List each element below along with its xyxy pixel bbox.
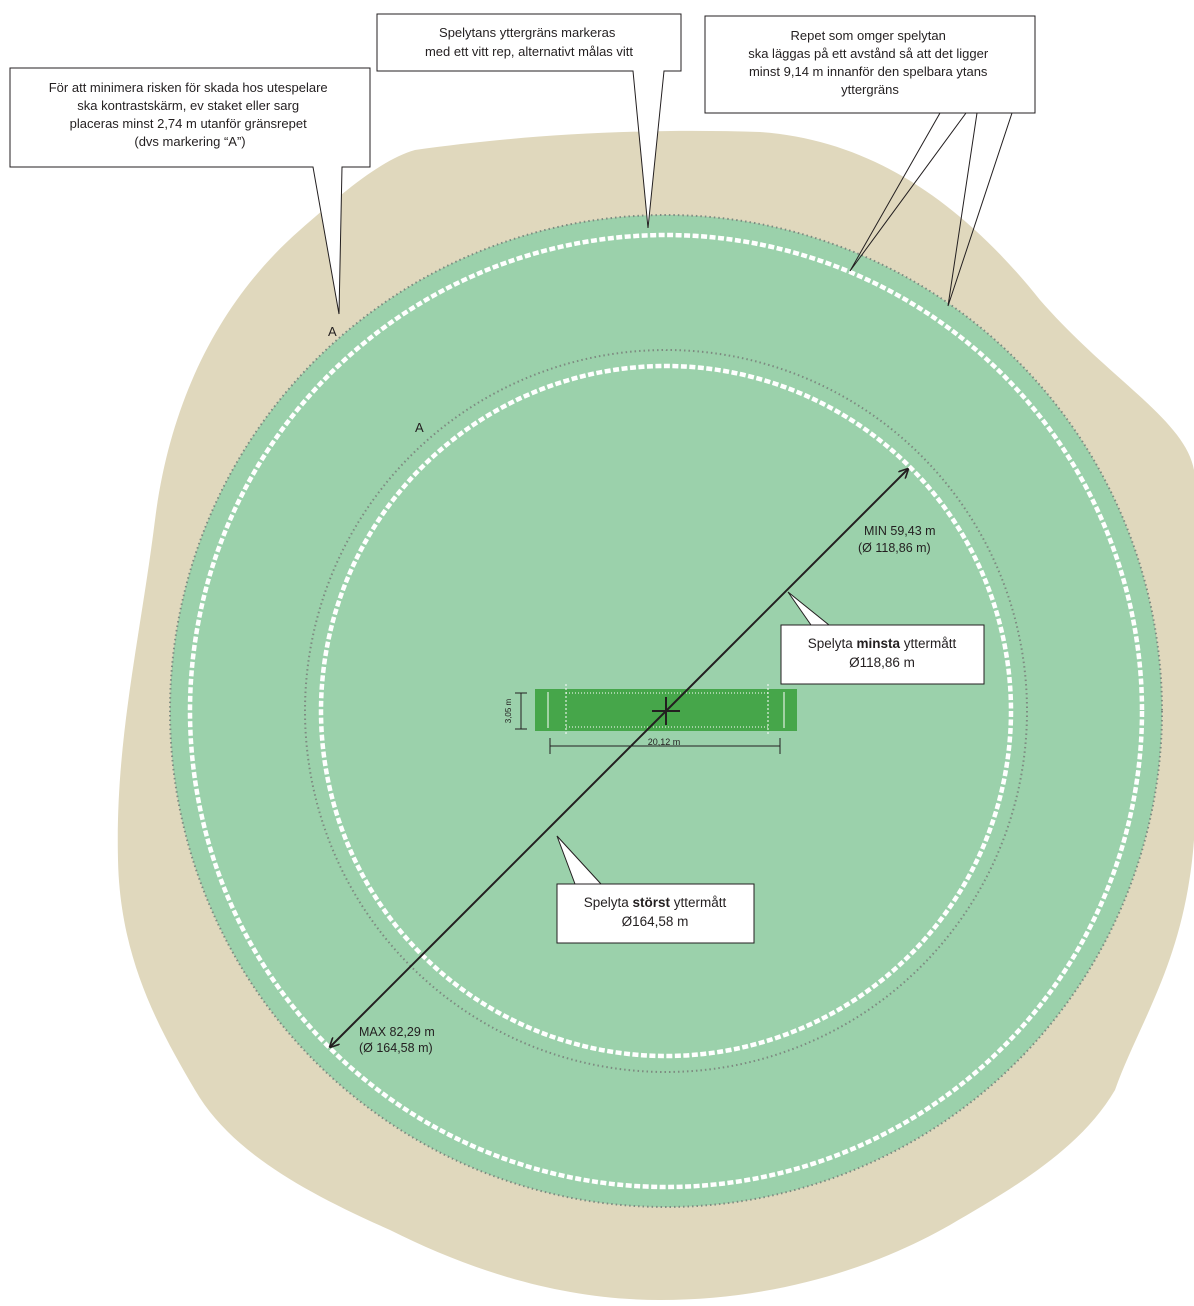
outer-boundary-rope (187, 232, 1145, 1190)
min-area-callout-title: Spelyta minsta yttermått (808, 636, 957, 651)
center-cross (652, 697, 680, 725)
pitch-length-dimension (549, 738, 781, 754)
min-diameter-label: (Ø 118,86 m) (858, 541, 931, 555)
diameter-arrow (330, 710, 667, 1047)
min-area-callout-box (780, 591, 985, 685)
pitch-creases (547, 684, 785, 736)
inner-a-marker: A (415, 420, 424, 435)
max-area-callout-value: Ø164,58 m (622, 914, 689, 929)
rope-callout-text: Repet som omger spelytan ska läggas på e… (748, 28, 992, 97)
diameter-arrow (665, 469, 908, 712)
pitch-length-label: 20,12 m (648, 737, 681, 747)
outer-a-marker: A (328, 324, 337, 339)
max-area-callout-title: Spelyta störst yttermått (584, 895, 727, 910)
boundary-callout-box (376, 13, 682, 229)
fence-callout-box (9, 67, 371, 315)
max-radius-label: MAX 82,29 m (359, 1025, 435, 1039)
boundary-callout-text: Spelytans yttergräns markeras med ett vi… (425, 25, 633, 59)
outer-fence-marker-line (169, 214, 1163, 1208)
pitch-width-label: 3,05 m (504, 698, 513, 723)
rope-callout-box (704, 15, 1036, 114)
max-area-callout-box (556, 835, 755, 944)
rope-callout-leaders (849, 112, 1013, 307)
pitch-width-dimension (515, 692, 527, 730)
max-diameter-label: (Ø 164,58 m) (359, 1041, 433, 1055)
min-area-callout-value: Ø118,86 m (849, 655, 915, 670)
inner-boundary-rope (318, 363, 1014, 1059)
inner-fence-marker-line (304, 349, 1028, 1073)
fence-callout-text: För att minimera risken för skada hos ut… (49, 80, 332, 149)
min-radius-label: MIN 59,43 m (864, 524, 936, 538)
